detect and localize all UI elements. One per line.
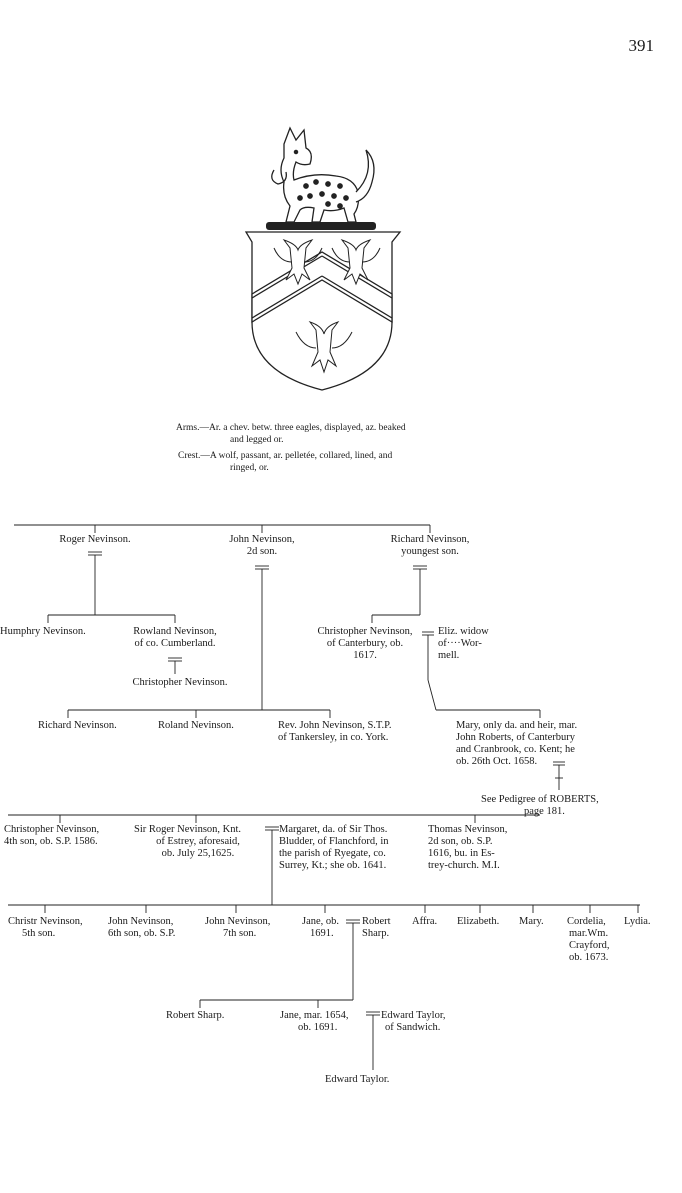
margaret-bludder-line4: Surrey, Kt.; she ob. 1641. [279,860,387,871]
jane-mar-1654-line2: ob. 1691. [298,1022,338,1033]
see-pedigree-roberts-line2: page 181. [524,806,565,817]
john-nevinson-7th-line1: John Nevinson, [205,916,271,927]
jane-ob-line1: Jane, ob. [302,916,340,927]
coat-of-arms-illustration [244,126,402,391]
thomas-nevinson-line2: 2d son, ob. S.P. [428,836,493,847]
richard-nevinson-line2: youngest son. [401,546,459,557]
eliz-wormell-line1: Eliz. widow [438,626,489,637]
cordelia-line4: ob. 1673. [569,952,609,963]
john-nevinson-line2: 2d son. [246,546,278,557]
eliz-wormell-line3: mell. [438,650,460,661]
cordelia-line1: Cordelia, [567,916,606,927]
richard-nevinson-gen3: Richard Nevinson. [38,720,117,731]
christopher-nevinson-4th-line1: Christopher Nevinson, [4,824,100,835]
rev-john-nevinson-line1: Rev. John Nevinson, S.T.P. [278,720,392,731]
crest-wreath [266,222,376,230]
arms-line-2: and legged or. [230,435,284,445]
elizabeth: Elizabeth. [457,916,500,927]
john-nevinson-7th-line2: 7th son. [223,928,257,939]
crest-line-2: ringed, or. [230,463,269,473]
lydia: Lydia. [624,916,651,927]
roland-nevinson: Roland Nevinson. [158,720,234,731]
jane-ob-line2: 1691. [310,928,334,939]
sir-roger-nevinson-line2: of Estrey, aforesaid, [156,836,240,847]
christopher-nevinson-rowland-son: Christopher Nevinson. [132,677,228,688]
edward-taylor: Edward Taylor. [325,1074,390,1085]
eagle-icon [295,321,353,374]
page-number: 391 [628,36,655,55]
eagle-icon [273,239,323,286]
rowland-nevinson-line2: of co. Cumberland. [134,638,216,649]
cordelia-line3: Crayford, [569,940,610,951]
robert-sharp-son: Robert Sharp. [166,1010,225,1021]
christopher-nevinson-canterbury-line1: Christopher Nevinson, [317,626,413,637]
thomas-nevinson-line3: 1616, bu. in Es- [428,848,495,859]
margaret-bludder-line2: Bludder, of Flanchford, in [279,836,389,847]
john-nevinson-6th-line1: John Nevinson, [108,916,174,927]
see-pedigree-roberts-line1: See Pedigree of ROBERTS, [481,794,599,805]
humphry-nevinson: Humphry Nevinson. [0,626,86,637]
crest-wolf-icon [271,126,375,223]
roger-nevinson: Roger Nevinson. [59,534,131,545]
sir-roger-nevinson-line1: Sir Roger Nevinson, Knt. [134,824,242,835]
mary-gen5: Mary. [519,916,544,927]
richard-nevinson-line1: Richard Nevinson, [390,534,470,545]
eagle-icon [331,239,381,286]
john-nevinson-line1: John Nevinson, [229,534,295,545]
sir-roger-nevinson-line3: ob. July 25,1625. [161,848,235,859]
mary-heir-line1: Mary, only da. and heir, mar. [456,720,578,731]
christr-nevinson-line1: Christr Nevinson, [8,916,83,927]
christr-nevinson-line2: 5th son. [22,928,56,939]
edward-taylor-sandwich-line1: Edward Taylor, [381,1010,446,1021]
eliz-wormell-line2: of····Wor- [438,638,482,649]
crest-line-1: Crest.—A wolf, passant, ar. pelletée, co… [178,451,393,461]
mary-heir-line4: ob. 26th Oct. 1658. [456,756,538,767]
christopher-nevinson-canterbury-line3: 1617. [353,650,377,661]
edward-taylor-sandwich-line2: of Sandwich. [385,1022,441,1033]
christopher-nevinson-4th-line2: 4th son, ob. S.P. 1586. [4,836,98,847]
rev-john-nevinson-line2: of Tankersley, in co. York. [278,732,389,743]
rowland-nevinson-line1: Rowland Nevinson, [133,626,217,637]
margaret-bludder-line3: the parish of Ryegate, co. [279,848,386,859]
affra: Affra. [412,916,438,927]
arms-line-1: Arms.—Ar. a chev. betw. three eagles, di… [176,423,406,433]
mary-heir-line3: and Cranbrook, co. Kent; he [456,744,575,755]
robert-sharp-line1: Robert [362,916,391,927]
margaret-bludder-line1: Margaret, da. of Sir Thos. [279,824,388,835]
mary-heir-line2: John Roberts, of Canterbury [456,732,575,743]
jane-mar-1654-line1: Jane, mar. 1654, [280,1010,349,1021]
cordelia-line2: mar.Wm. [569,928,609,939]
john-nevinson-6th-line2: 6th son, ob. S.P. [108,928,176,939]
thomas-nevinson-line1: Thomas Nevinson, [428,824,508,835]
thomas-nevinson-line4: trey-church. M.I. [428,860,500,871]
christopher-nevinson-canterbury-line2: of Canterbury, ob. [326,638,404,649]
robert-sharp-line2: Sharp. [362,928,390,939]
